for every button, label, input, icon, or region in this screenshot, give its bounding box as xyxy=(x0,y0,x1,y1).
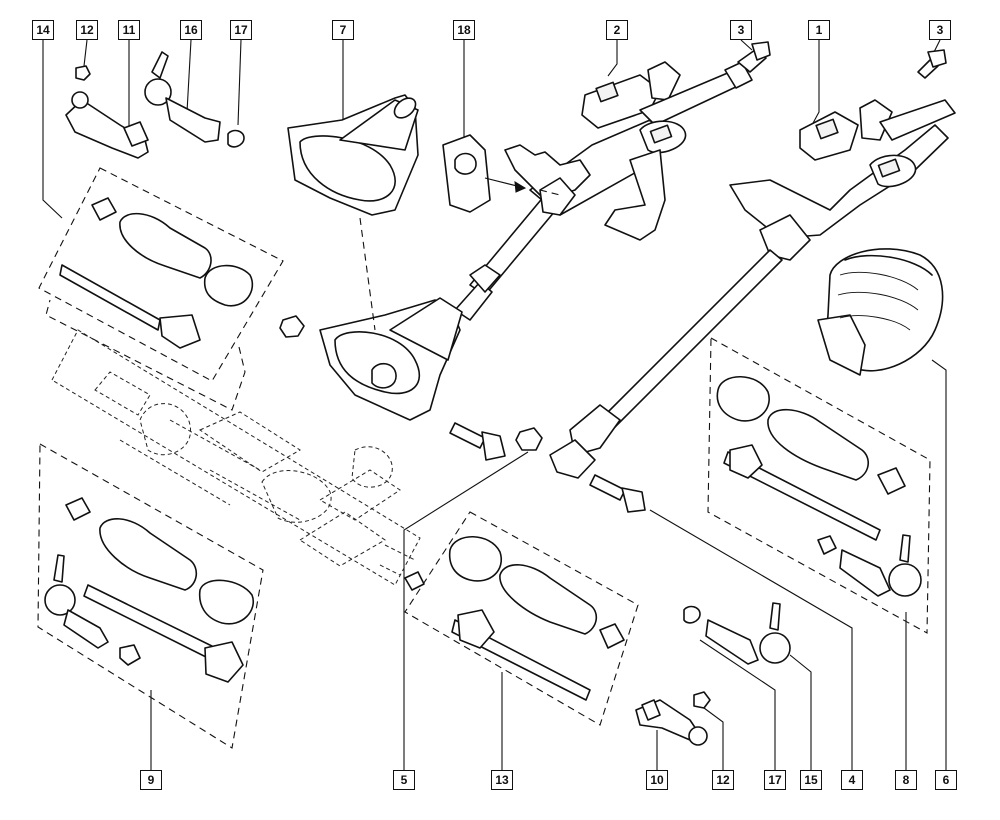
column-lower-flange xyxy=(319,217,463,421)
callout-7[interactable]: 7 xyxy=(332,20,354,40)
rubber-boot-6 xyxy=(817,248,944,376)
column-boot-housing-7 xyxy=(287,94,419,216)
callout-6[interactable]: 6 xyxy=(935,770,957,790)
guide-arrow xyxy=(539,189,561,196)
kit-box-14 xyxy=(38,167,284,411)
tie-rod-end-15 xyxy=(705,602,791,665)
kit-box-8 xyxy=(707,337,931,634)
callout-2[interactable]: 2 xyxy=(606,20,628,40)
column-bracket-18 xyxy=(442,134,527,213)
callout-11[interactable]: 11 xyxy=(118,20,140,40)
callout-12-bottom[interactable]: 12 xyxy=(712,770,734,790)
callout-12[interactable]: 12 xyxy=(76,20,98,40)
kit-8-parts xyxy=(716,376,906,541)
callout-13[interactable]: 13 xyxy=(491,770,513,790)
pinch-bolt-4 xyxy=(589,474,646,513)
pinch-bolt-center xyxy=(449,422,506,461)
callout-8[interactable]: 8 xyxy=(895,770,917,790)
nut-5 xyxy=(515,427,543,451)
callout-18[interactable]: 18 xyxy=(453,20,475,40)
callout-3-right[interactable]: 3 xyxy=(929,20,951,40)
steering-column-2 xyxy=(454,61,753,321)
nut-12-top xyxy=(75,65,91,81)
callout-4[interactable]: 4 xyxy=(841,770,863,790)
callout-15[interactable]: 15 xyxy=(800,770,822,790)
steering-rack-ghost-outline xyxy=(51,329,421,586)
callout-3[interactable]: 3 xyxy=(730,20,752,40)
nut-17-top xyxy=(227,129,245,148)
kit-9-parts xyxy=(44,497,255,683)
callout-1[interactable]: 1 xyxy=(808,20,830,40)
callout-17-bottom[interactable]: 17 xyxy=(764,770,786,790)
tie-rod-end-10 xyxy=(635,699,708,746)
leader-lines xyxy=(42,39,947,770)
nut-12-bottom xyxy=(693,691,711,709)
tie-rod-end-16 xyxy=(144,51,221,143)
kit-box-13 xyxy=(404,511,639,726)
callout-10[interactable]: 10 xyxy=(646,770,668,790)
bolt-3-left xyxy=(737,41,771,73)
nut-17-bottom xyxy=(683,605,701,624)
callout-14[interactable]: 14 xyxy=(32,20,54,40)
bolt-3-right xyxy=(917,49,947,79)
nut-center xyxy=(279,315,305,338)
tie-rod-end-8 xyxy=(817,534,922,597)
tie-rod-end-11 xyxy=(65,91,149,159)
kit-box-9 xyxy=(37,443,264,749)
callout-5[interactable]: 5 xyxy=(393,770,415,790)
callout-16[interactable]: 16 xyxy=(180,20,202,40)
kit-14-parts xyxy=(59,197,254,349)
callout-9[interactable]: 9 xyxy=(140,770,162,790)
callout-17[interactable]: 17 xyxy=(230,20,252,40)
kit-13-parts xyxy=(404,536,625,701)
steering-column-1 xyxy=(549,99,956,479)
